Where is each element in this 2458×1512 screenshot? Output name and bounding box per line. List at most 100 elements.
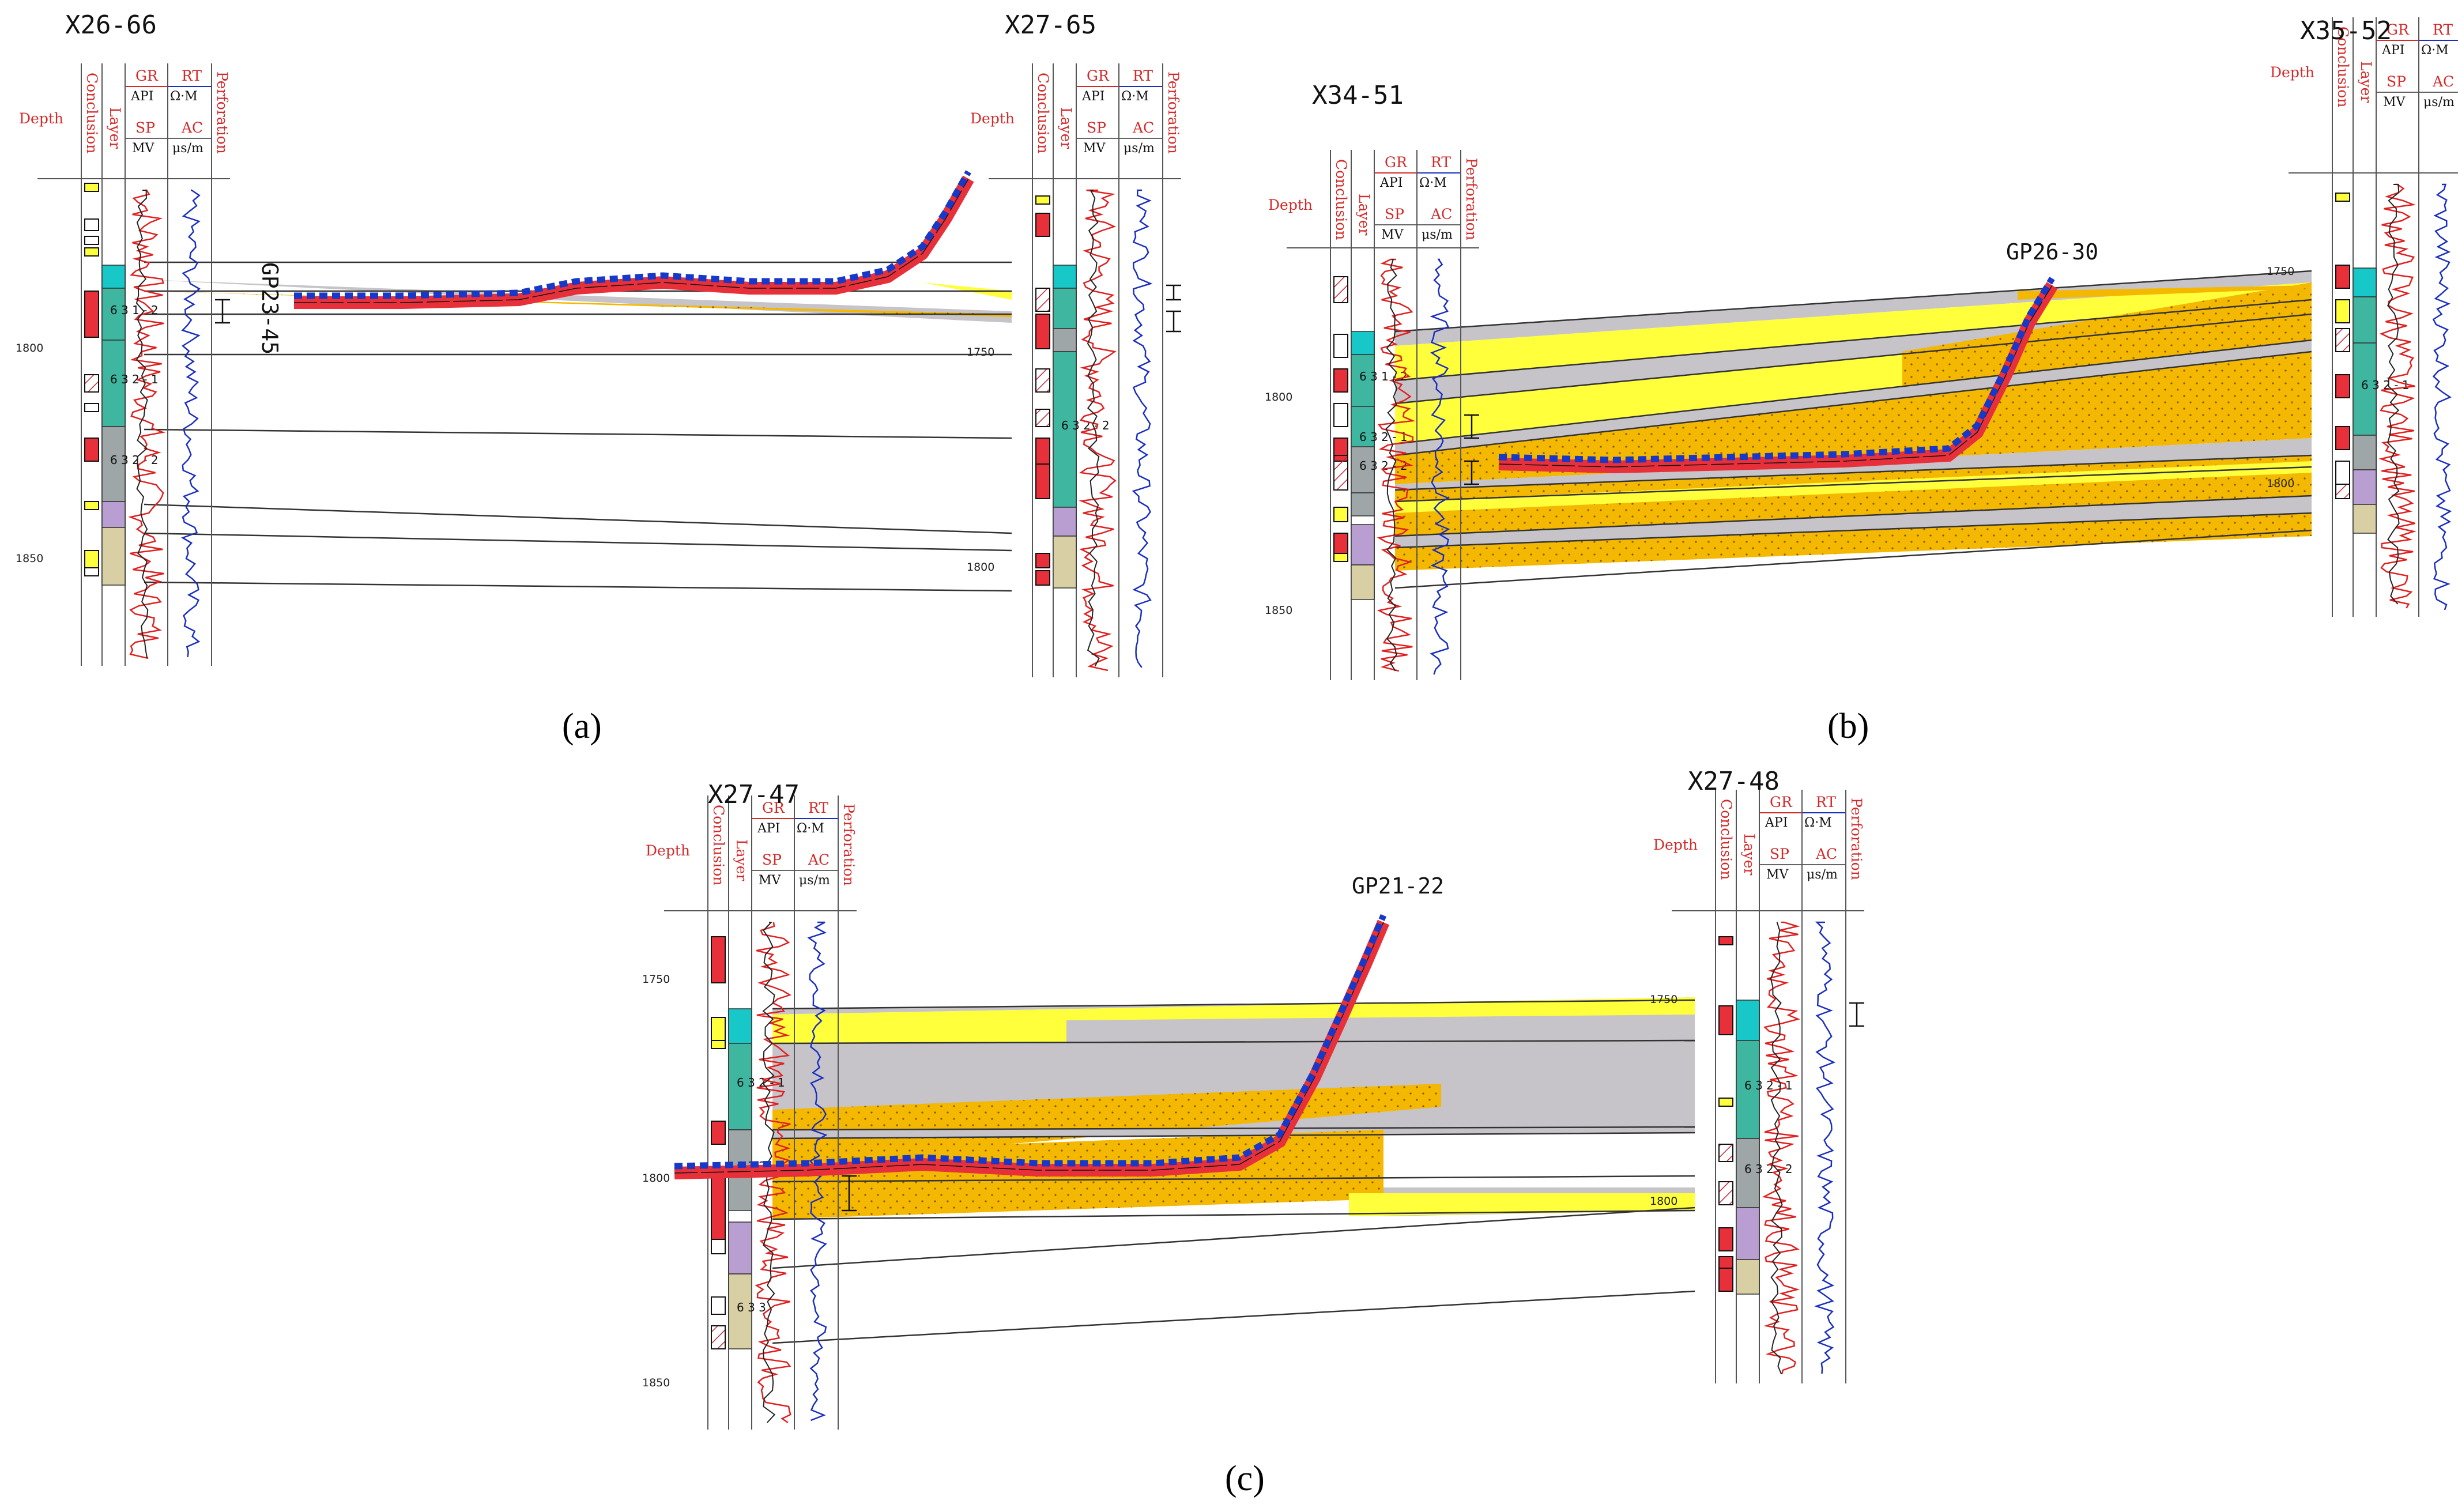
rt-unit: Ω·M [170, 89, 198, 104]
depth-header: Depth [1268, 197, 1313, 213]
conclusion-block [2335, 426, 2350, 450]
gr-unit: API [130, 89, 153, 104]
gr-curve [1762, 921, 1801, 1375]
conclusion-block [84, 218, 99, 231]
horizontal-well-trajectory [674, 914, 1387, 1170]
conclusion-block [1718, 1268, 1733, 1292]
conclusion-block [1035, 195, 1050, 205]
conclusion-block [1035, 570, 1050, 586]
conclusion-block [2335, 374, 2350, 398]
caption-b: (b) [1827, 707, 1869, 746]
layer-block [2353, 435, 2377, 470]
well-name-right: X27-48 [1688, 767, 1780, 796]
rt-curve [1132, 189, 1153, 668]
sp-curve [1385, 259, 1398, 672]
layer-block [2353, 267, 2377, 297]
sp-header: SP [2387, 73, 2406, 90]
rt-curve [1430, 258, 1450, 675]
layer-boundary [772, 1126, 1695, 1131]
gr-header: GR [1770, 794, 1793, 810]
gr-unit: API [1765, 816, 1788, 830]
conclusion-block [2335, 484, 2350, 499]
conclusion-header: Conclusion [1333, 159, 1349, 240]
layer-band [1395, 496, 2312, 548]
layer-block [1736, 1259, 1760, 1295]
rt-unit: Ω·M [1419, 176, 1447, 190]
well-name-right: X35-52 [2300, 16, 2392, 46]
conclusion-block [2335, 193, 2350, 202]
layer-block [2353, 469, 2377, 505]
ac-header: AC [808, 851, 830, 868]
layer-block [1351, 446, 1375, 493]
layer-block [1053, 328, 1077, 352]
conclusion-block [711, 1121, 726, 1145]
rt-unit: Ω·M [797, 821, 824, 836]
gr-header: GR [1087, 67, 1110, 84]
depth-tick: 1800 [1650, 1195, 1677, 1208]
dotted-fill [772, 1084, 1441, 1164]
ac-header: AC [1132, 119, 1154, 136]
conclusion-block [1035, 213, 1050, 237]
depth-tick: 1750 [967, 346, 994, 359]
gr-unit: API [757, 821, 780, 836]
dotted-fill [1395, 352, 2312, 484]
layer-block [2353, 342, 2377, 436]
caption-c: (c) [1225, 1459, 1265, 1498]
perforation-mark [1464, 460, 1479, 485]
perforation-mark [1166, 284, 1181, 301]
conclusion-block [1035, 314, 1050, 349]
conclusion-block [1333, 334, 1348, 358]
depth-tick: 1800 [642, 1172, 670, 1185]
ac-unit: μs/m [2423, 95, 2455, 110]
sp-header: SP [135, 119, 155, 136]
conclusion-block [711, 936, 726, 983]
perforation-mark [1464, 414, 1479, 439]
rt-header: RT [1133, 67, 1153, 84]
horizontal-well-name: GP26-30 [2006, 239, 2098, 265]
layer-block [1351, 354, 1375, 407]
sp-unit: MV [132, 141, 155, 156]
depth-tick: 1800 [1265, 391, 1292, 404]
layer-block [1351, 564, 1375, 600]
sp-unit: MV [759, 873, 782, 888]
rt-unit: Ω·M [1804, 816, 1832, 830]
sp-curve [135, 190, 149, 659]
rt-header: RT [1431, 154, 1451, 171]
layer-header: Layer [1356, 194, 1373, 235]
rt-header: RT [1816, 794, 1836, 810]
depth-tick: 1850 [642, 1377, 670, 1389]
gr-header: GR [762, 800, 785, 816]
ac-header: AC [1815, 846, 1837, 862]
rt-header: RT [2433, 21, 2453, 38]
conclusion-block [1333, 553, 1348, 562]
ac-unit: μs/m [1124, 141, 1155, 156]
sp-curve [1087, 190, 1100, 667]
conclusion-block [84, 183, 99, 192]
layer-boundary [772, 1206, 1695, 1269]
layer-boundary [1394, 512, 2312, 549]
rt-curve [180, 189, 201, 658]
conclusion-block [84, 501, 99, 510]
conclusion-block [1718, 1144, 1733, 1162]
horizontal-well-name: GP23-45 [257, 262, 282, 355]
ac-unit: μs/m [1807, 868, 1838, 882]
conclusion-block [84, 403, 99, 412]
layer-band [1395, 461, 2312, 513]
layer-boundary [772, 1175, 1695, 1183]
layer-block [101, 501, 126, 528]
dotted-fill [1395, 513, 2312, 571]
layer-boundary [1394, 466, 2312, 503]
depth-header: Depth [970, 110, 1015, 127]
conclusion-block [1035, 409, 1050, 427]
conclusion-block [711, 1325, 726, 1349]
conclusion-block [1718, 1181, 1733, 1205]
conclusion-block [1718, 1227, 1733, 1251]
conclusion-block [84, 291, 99, 338]
gr-curve [1377, 258, 1416, 672]
layer-band [2018, 285, 2312, 300]
layer-boundary [1394, 270, 2312, 333]
conclusion-block [1333, 403, 1348, 427]
sp-curve [2387, 184, 2400, 605]
